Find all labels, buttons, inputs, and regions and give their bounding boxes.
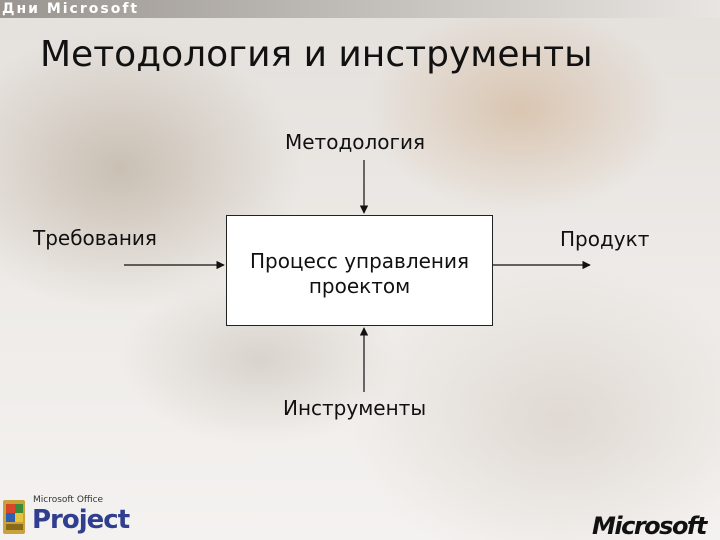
- product-name: Project: [32, 505, 130, 535]
- label-product: Продукт: [560, 227, 650, 251]
- project-logo: [0, 495, 110, 540]
- process-label: Процесс управления проектом: [250, 249, 469, 299]
- top-bar: [0, 0, 720, 18]
- microsoft-logo: Microsoft: [592, 512, 707, 540]
- process-label-line2: проектом: [308, 273, 411, 298]
- process-label-line1: Процесс управления: [249, 248, 470, 273]
- label-methodology: Методология: [285, 130, 426, 154]
- label-requirements: Требования: [33, 226, 157, 250]
- process-box: Процесс управления проектом: [226, 215, 493, 326]
- label-tools: Инструменты: [283, 396, 427, 420]
- product-suite-label: Microsoft Office: [33, 495, 104, 505]
- event-brand: Дни Microsoft: [2, 1, 140, 17]
- office-logo-icon: [3, 500, 25, 534]
- slide-title: Методология и инструменты: [40, 34, 593, 75]
